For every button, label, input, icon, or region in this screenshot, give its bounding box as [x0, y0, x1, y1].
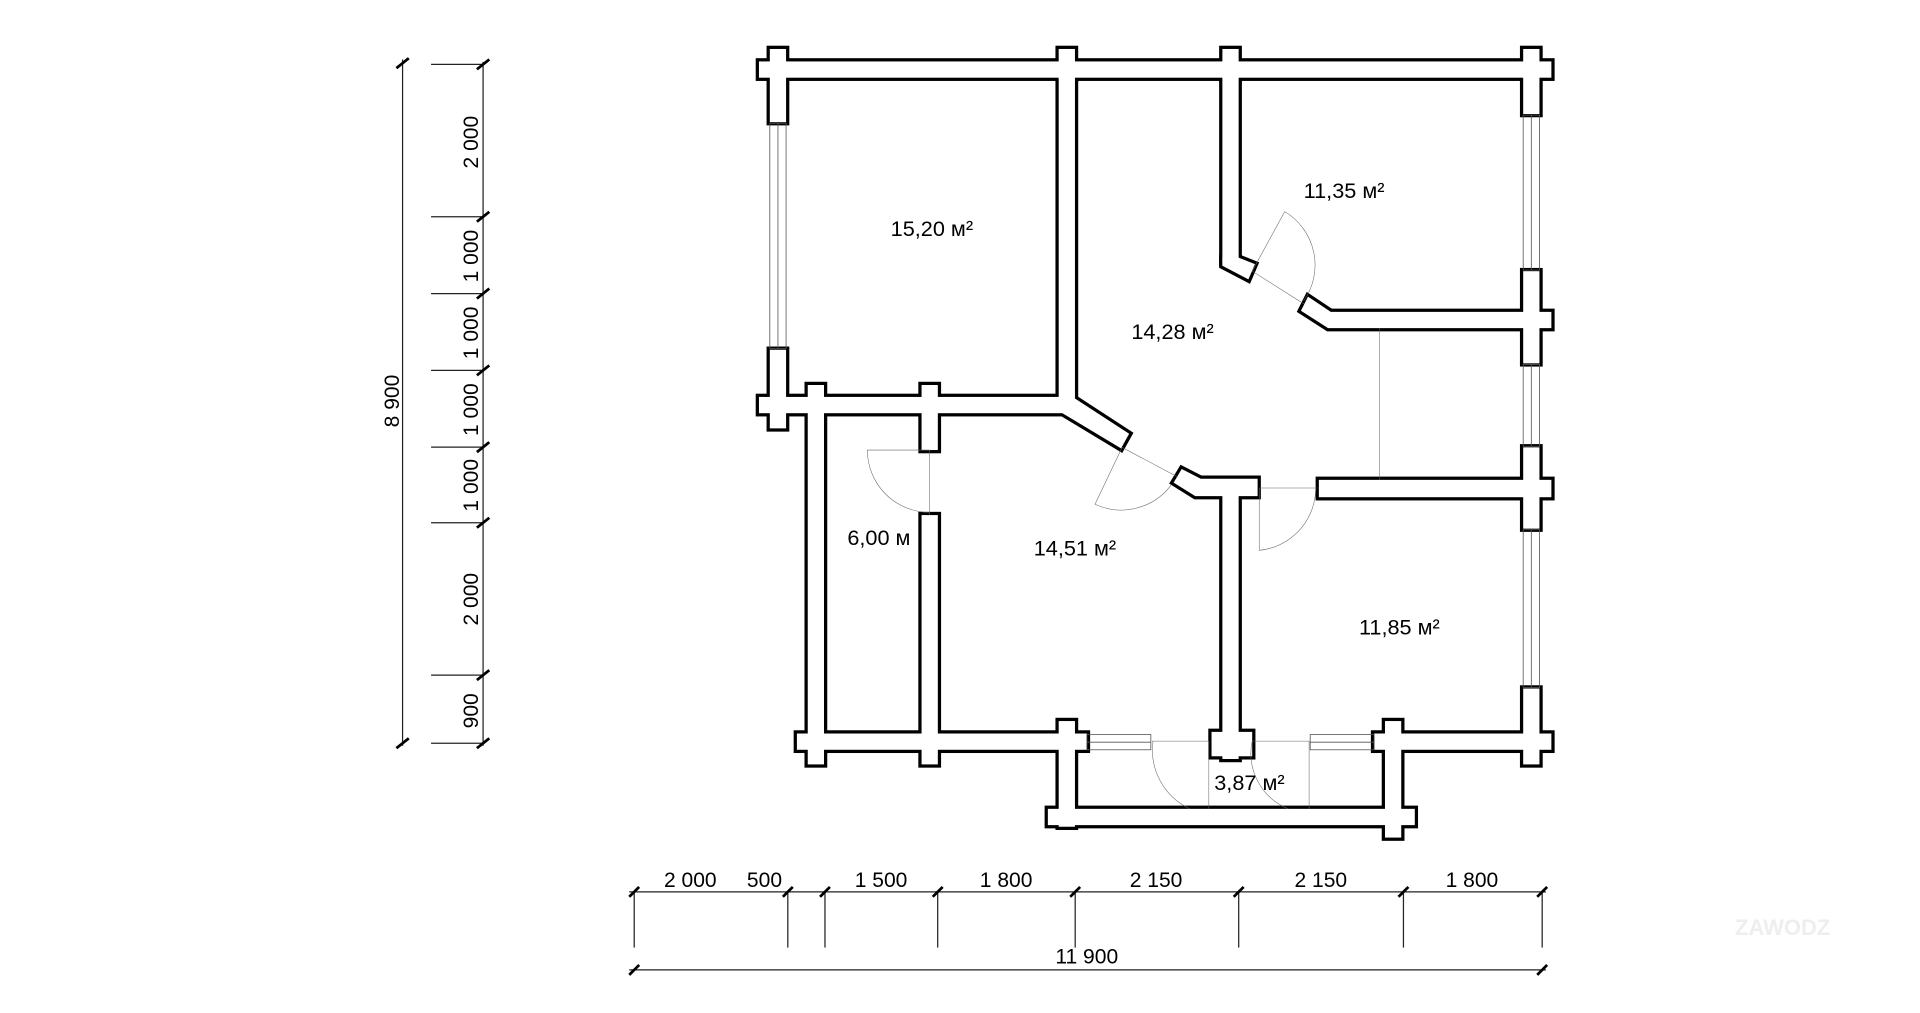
dimension-label: 2 000: [460, 116, 483, 169]
dimension-label: 1 000: [460, 459, 483, 512]
dimension-total-vertical: 8 900: [381, 375, 404, 428]
wall-outline: [759, 49, 1551, 838]
room-area-label: 6,00 м: [847, 525, 910, 550]
dimension-label: 2 000: [664, 869, 717, 892]
dimension-label: 1 800: [980, 869, 1033, 892]
room-area-label: 14,51 м²: [1034, 536, 1116, 561]
room-area-label: 15,20 м²: [891, 216, 973, 241]
walls: [758, 48, 1552, 838]
dimension-total-horizontal: 11 900: [1055, 946, 1118, 969]
dimension-label: 2 150: [1294, 869, 1347, 892]
room-area-label: 3,87 м²: [1214, 770, 1284, 795]
dimension-label: 2 150: [1130, 869, 1183, 892]
dimension-label: 1 000: [460, 307, 483, 360]
dimension-lines: 8 900 2 000 1 000 1 000 1 000 1 000 2 00…: [381, 57, 1549, 976]
windows: [769, 114, 1540, 751]
floor-plan: 15,20 м² 14,28 м² 11,35 м² 6,00 м 14,51 …: [759, 49, 1551, 838]
doors: [867, 211, 1380, 810]
room-area-label: 11,35 м²: [1304, 178, 1385, 203]
dimension-label: 1 000: [460, 383, 483, 436]
dimension-label: 900: [460, 693, 483, 728]
room-area-label: 14,28 м²: [1131, 319, 1213, 344]
dimension-label: 1 800: [1446, 869, 1499, 892]
dimension-label: 2 000: [460, 573, 483, 626]
dimension-label: 1 500: [855, 869, 908, 892]
watermark-logo: ZAWODZ: [1735, 915, 1830, 940]
dimension-label: 1 000: [460, 230, 483, 283]
room-area-label: 11,85 м²: [1359, 614, 1440, 639]
dimension-label: 500: [747, 869, 782, 892]
